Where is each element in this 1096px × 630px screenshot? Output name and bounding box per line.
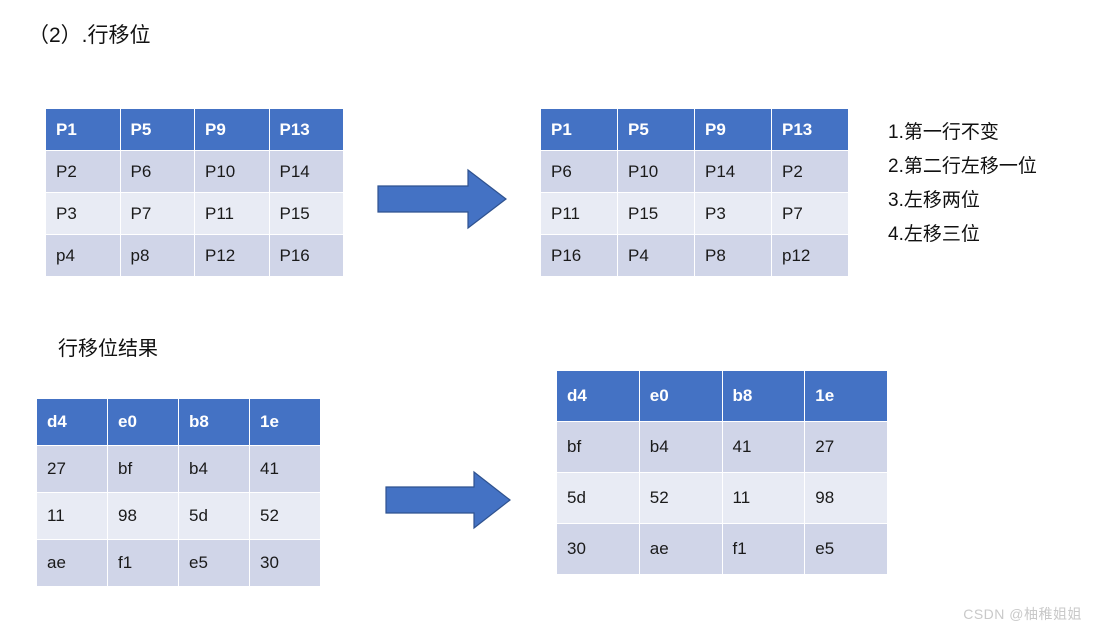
table-header-cell: P13: [771, 108, 849, 151]
table-row: P3 P7 P11 P15: [45, 192, 344, 235]
table-row: P11 P15 P3 P7: [540, 192, 849, 235]
table-row: 5d 52 11 98: [556, 472, 888, 524]
table-cell: 30: [249, 539, 321, 587]
table-header-cell: P1: [540, 108, 618, 151]
table-header-cell: 1e: [249, 398, 321, 446]
table-cell: f1: [721, 523, 806, 575]
shiftrows-notes-list: 1.第一行不变 2.第二行左移一位 3.左移两位 4.左移三位: [888, 116, 1088, 252]
table-cell: 98: [107, 492, 179, 540]
table-example-after-shiftrows: d4 e0 b8 1e bf b4 41 27 5d 52 11 98 30 a…: [556, 370, 888, 575]
table-header-cell: e0: [107, 398, 179, 446]
table-cell: 30: [556, 523, 640, 575]
table-header-cell: P5: [119, 108, 195, 151]
note-item: 1.第一行不变: [888, 122, 999, 143]
table-cell: b4: [638, 421, 723, 473]
table-cell: 52: [638, 472, 723, 524]
table-header-cell: e0: [638, 370, 723, 422]
table-cell: p12: [771, 234, 849, 277]
table-cell: f1: [107, 539, 179, 587]
table-cell: 11: [36, 492, 108, 540]
table-cell: P16: [268, 234, 344, 277]
table-cell: P14: [268, 150, 344, 193]
table-row: P16 P4 P8 p12: [540, 234, 849, 277]
table-row: P6 P10 P14 P2: [540, 150, 849, 193]
table-header-cell: P5: [617, 108, 695, 151]
table-cell: 11: [721, 472, 806, 524]
table-cell: P14: [694, 150, 772, 193]
table-header-cell: 1e: [804, 370, 888, 422]
table-header-cell: d4: [556, 370, 640, 422]
table-cell: 5d: [178, 492, 250, 540]
table-cell: P6: [119, 150, 195, 193]
table-cell: p8: [119, 234, 195, 277]
table-header-cell: b8: [178, 398, 250, 446]
table-cell: P7: [119, 192, 195, 235]
table-cell: P2: [771, 150, 849, 193]
table-cell: P4: [617, 234, 695, 277]
table-header-row: d4 e0 b8 1e: [556, 370, 888, 422]
table-row: P2 P6 P10 P14: [45, 150, 344, 193]
table-header-row: P1 P5 P9 P13: [45, 108, 344, 151]
table-cell: e5: [178, 539, 250, 587]
table-cell: 27: [36, 445, 108, 493]
table-cell: P3: [694, 192, 772, 235]
table-cell: 5d: [556, 472, 640, 524]
table-example-before-shiftrows: d4 e0 b8 1e 27 bf b4 41 11 98 5d 52 ae f…: [36, 398, 321, 587]
table-row: ae f1 e5 30: [36, 539, 321, 587]
table-cell: P6: [540, 150, 618, 193]
table-cell: 27: [804, 421, 888, 473]
table-header-cell: P9: [694, 108, 772, 151]
table-cell: P10: [617, 150, 695, 193]
table-cell: P16: [540, 234, 618, 277]
transform-arrow-top-icon: [377, 168, 507, 230]
table-cell: P7: [771, 192, 849, 235]
table-state-before-shiftrows: P1 P5 P9 P13 P2 P6 P10 P14 P3 P7 P11 P15…: [45, 108, 344, 277]
watermark: CSDN @柚稚姐姐: [963, 606, 1082, 622]
table-cell: 41: [721, 421, 806, 473]
table-cell: P11: [540, 192, 618, 235]
table-state-after-shiftrows: P1 P5 P9 P13 P6 P10 P14 P2 P11 P15 P3 P7…: [540, 108, 849, 277]
table-row: p4 p8 P12 P16: [45, 234, 344, 277]
note-item: 4.左移三位: [888, 224, 980, 245]
table-cell: 52: [249, 492, 321, 540]
table-cell: P2: [45, 150, 121, 193]
table-cell: ae: [36, 539, 108, 587]
table-header-cell: P1: [45, 108, 121, 151]
table-cell: P8: [694, 234, 772, 277]
note-item: 2.第二行左移一位: [888, 156, 1037, 177]
table-cell: P10: [194, 150, 270, 193]
table-cell: P15: [268, 192, 344, 235]
table-row: 11 98 5d 52: [36, 492, 321, 540]
page-title: （2）.行移位: [28, 24, 151, 47]
table-header-row: d4 e0 b8 1e: [36, 398, 321, 446]
subsection-label: 行移位结果: [58, 338, 158, 360]
note-item: 3.左移两位: [888, 190, 980, 211]
table-row: 30 ae f1 e5: [556, 523, 888, 575]
transform-arrow-bottom-icon: [385, 470, 511, 530]
table-cell: bf: [556, 421, 640, 473]
table-row: 27 bf b4 41: [36, 445, 321, 493]
table-header-cell: P9: [194, 108, 270, 151]
table-cell: ae: [638, 523, 723, 575]
table-header-cell: b8: [721, 370, 806, 422]
table-cell: P11: [194, 192, 270, 235]
table-cell: P3: [45, 192, 121, 235]
table-row: bf b4 41 27: [556, 421, 888, 473]
table-cell: 41: [249, 445, 321, 493]
table-cell: 98: [804, 472, 888, 524]
table-header-cell: P13: [268, 108, 344, 151]
table-cell: P12: [194, 234, 270, 277]
table-cell: b4: [178, 445, 250, 493]
table-cell: e5: [804, 523, 888, 575]
table-header-cell: d4: [36, 398, 108, 446]
table-cell: bf: [107, 445, 179, 493]
table-header-row: P1 P5 P9 P13: [540, 108, 849, 151]
table-cell: p4: [45, 234, 121, 277]
table-cell: P15: [617, 192, 695, 235]
